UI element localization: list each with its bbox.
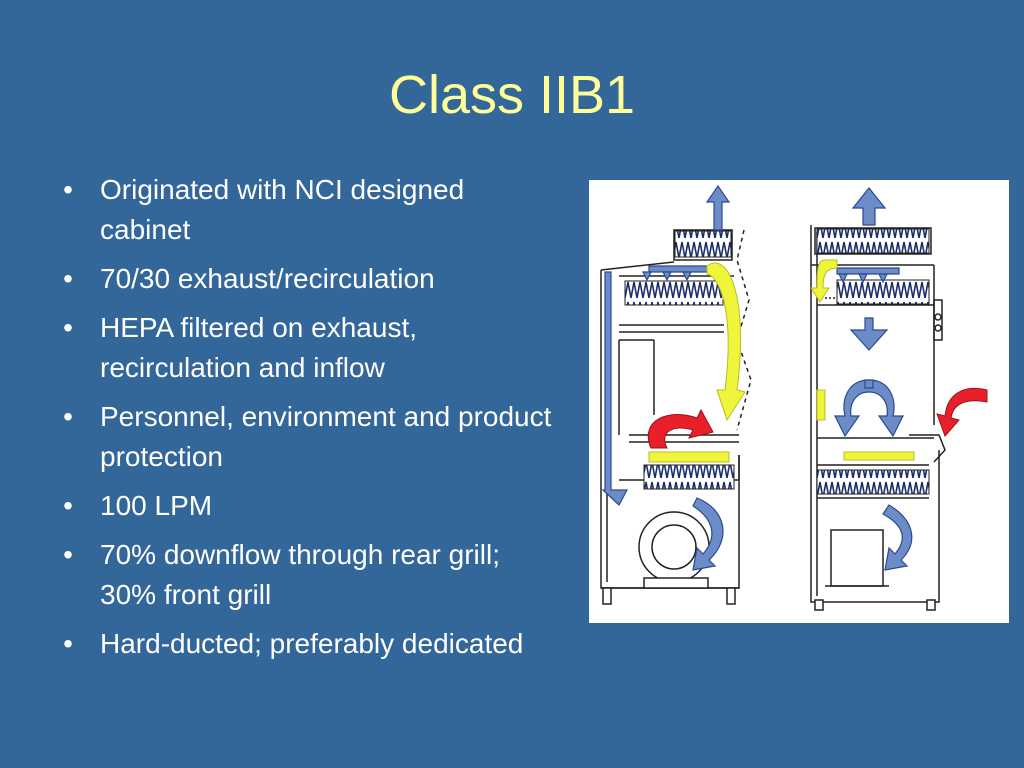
bullet-text: Personnel, environment and product prote… — [100, 401, 552, 472]
bullet-list: • Originated with NCI designed cabinet • 7… — [58, 170, 558, 673]
bullet-item: • Originated with NCI designed cabinet — [58, 170, 558, 250]
bullet-text: Originated with NCI designed cabinet — [100, 174, 465, 245]
slide-title: Class IIB1 — [388, 65, 636, 125]
bullet-glyph: • — [63, 539, 73, 570]
bullet-item: • Personnel, environment and product prot… — [58, 397, 558, 477]
bullet-text: Hard-ducted; preferably dedicated — [100, 628, 524, 659]
bullet-item: • HEPA filtered on exhaust, recirculation… — [58, 308, 558, 388]
bullet-glyph: • — [63, 263, 73, 294]
red-arrow-icon — [647, 408, 714, 449]
exhaust-hepa-filter — [816, 228, 930, 254]
bullet-item: • 100 LPM — [58, 486, 558, 526]
airflow-illustration — [600, 184, 988, 611]
exhaust-hepa-filter — [674, 230, 732, 258]
bullet-glyph: • — [63, 490, 73, 521]
bullet-glyph: • — [63, 312, 73, 343]
rear-grill-hepa-filter — [643, 464, 735, 490]
red-arrow-icon — [936, 388, 988, 437]
bullet-text: 70/30 exhaust/recirculation — [100, 263, 435, 294]
supply-hepa-filter — [624, 280, 724, 306]
bullet-item: • Hard-ducted; preferably dedicated — [58, 624, 558, 664]
bullet-text: HEPA filtered on exhaust, recirculation … — [100, 312, 417, 383]
bullet-glyph: • — [63, 174, 73, 205]
bullet-glyph: • — [63, 401, 73, 432]
bullet-item: • 70% downflow through rear grill; 30% fr… — [58, 535, 558, 615]
supply-hepa-filter — [836, 279, 930, 305]
work-surface-hepa-filter — [816, 469, 930, 495]
bullet-text: 100 LPM — [100, 490, 213, 521]
cabinet-airflow-diagram — [589, 180, 1009, 623]
yellow-arrow-icon — [648, 262, 746, 463]
yellow-arrow-icon — [810, 259, 915, 461]
bullet-item: • 70/30 exhaust/recirculation — [58, 259, 558, 299]
bullet-glyph: • — [63, 628, 73, 659]
blue-arrow-icon — [601, 184, 731, 571]
bullet-text: 70% downflow through rear grill; 30% fro… — [100, 539, 500, 610]
blue-arrow-icon — [834, 187, 913, 571]
